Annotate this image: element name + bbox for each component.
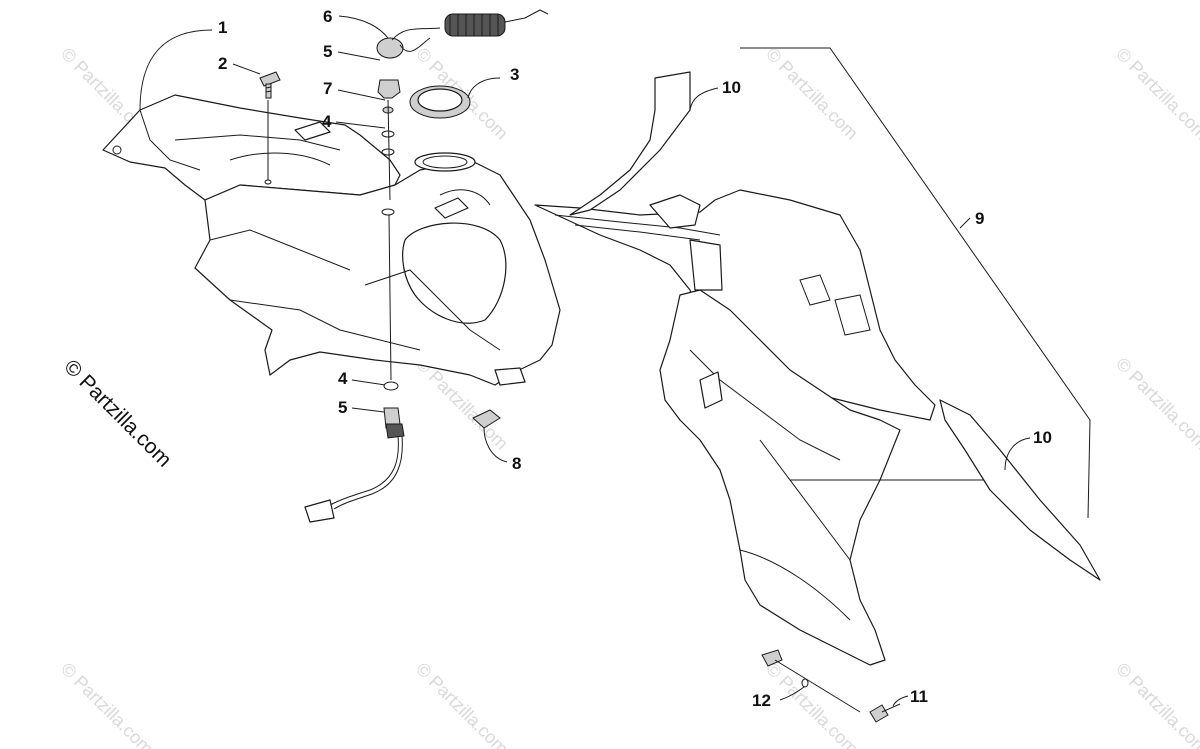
washer-part-4-lower [383,381,399,391]
callout-5: 5 [338,398,347,417]
screw-part-2 [259,71,281,99]
callout-5: 5 [323,42,332,61]
callout-1: 1 [218,18,227,37]
watermark: © Partzilla.com [1112,354,1200,454]
callout-7: 7 [323,79,332,98]
callouts: 1 2 3 4 4 5 5 6 7 8 9 10 10 11 12 [218,7,1052,710]
leader-lines [139,15,1031,707]
watermark: © Partzilla.com [762,44,862,144]
callout-10: 10 [1033,428,1052,447]
clip-part-8 [472,409,501,429]
callout-11: 11 [910,687,928,706]
fastener-part-11 [869,703,901,723]
grommet-part-5 [377,79,401,99]
ring-part-3 [409,85,471,119]
callout-9: 9 [975,209,984,228]
callout-6: 6 [323,7,332,26]
side-panel-assembly-part-9 [534,47,1101,666]
watermark: © Partzilla.com [1112,44,1200,144]
callout-2: 2 [218,54,227,73]
tank-cover-part-1 [102,94,561,386]
clip-part-12 [761,649,861,713]
callout-8: 8 [512,454,521,473]
cap-cord-part-6 [376,9,549,59]
washer-part-4-upper [381,130,395,138]
sensor-part-5 [304,407,405,523]
callout-4: 4 [338,369,348,388]
watermark: © Partzilla.com [1112,659,1200,749]
callout-10: 10 [722,78,741,97]
callout-12: 12 [752,691,771,710]
watermark: © Partzilla.com [412,659,512,749]
copyright-notice: © Partzilla.com [59,355,175,471]
callout-3: 3 [510,65,519,84]
callout-4: 4 [322,112,332,131]
axis-line [387,99,392,381]
watermark: © Partzilla.com [57,659,157,749]
